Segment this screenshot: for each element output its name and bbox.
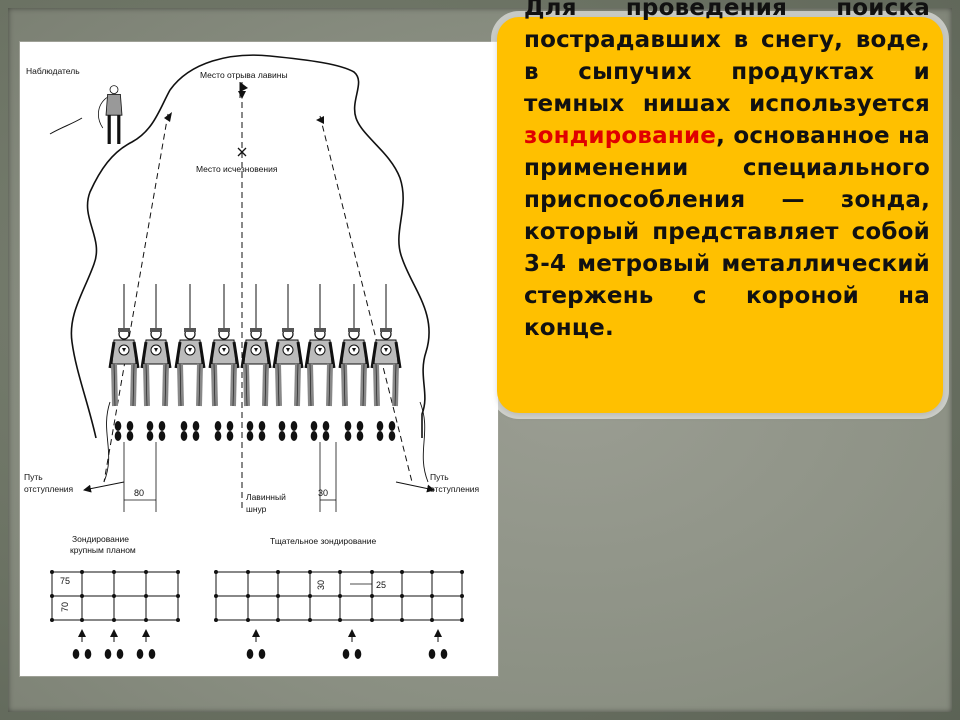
retreat-right-label-1: Путь: [430, 472, 449, 482]
retreat-left-label-2: отступления: [24, 484, 74, 494]
fine-height-label: 30: [316, 580, 326, 590]
probe-search-diagram: Наблюдатель Место отрыва лавины Место ис…: [19, 41, 499, 677]
observer-figure: [98, 85, 123, 145]
bottom-footprints: [72, 629, 448, 659]
fine-label: Тщательное зондирование: [270, 536, 376, 546]
text-callout-box: [497, 17, 943, 413]
coarse-label-2: крупным планом: [70, 545, 136, 555]
callout-text-highlight: зондирование: [524, 123, 717, 149]
probers-row: [110, 284, 400, 406]
observer-label: Наблюдатель: [26, 66, 80, 76]
callout-text-before: Для проведения поиска пострадавших в сне…: [524, 0, 930, 117]
callout-text: Для проведения поиска пострадавших в сне…: [524, 0, 930, 344]
coarse-height-label: 70: [60, 602, 70, 612]
callout-text-after: , основанное на применении специального …: [524, 123, 930, 341]
retreat-left-label-1: Путь: [24, 472, 43, 482]
avalanche-outline: [70, 54, 430, 439]
spacing-80-label: 80: [134, 488, 144, 498]
coarse-label-1: Зондирование: [72, 534, 129, 544]
avalanche-start-label: Место отрыва лавины: [200, 70, 288, 80]
coarse-width-label: 75: [60, 576, 70, 586]
footprints-row: [114, 421, 396, 441]
fine-width-label: 25: [376, 580, 386, 590]
cord-label-1: Лавинный: [246, 492, 286, 502]
spacing-30-label: 30: [318, 488, 328, 498]
cord-label-2: шнур: [246, 504, 267, 514]
diagram-svg: Наблюдатель Место отрыва лавины Место ис…: [24, 54, 480, 659]
retreat-right-label-2: отступления: [430, 484, 480, 494]
disappearance-label: Место исчезновения: [196, 164, 278, 174]
